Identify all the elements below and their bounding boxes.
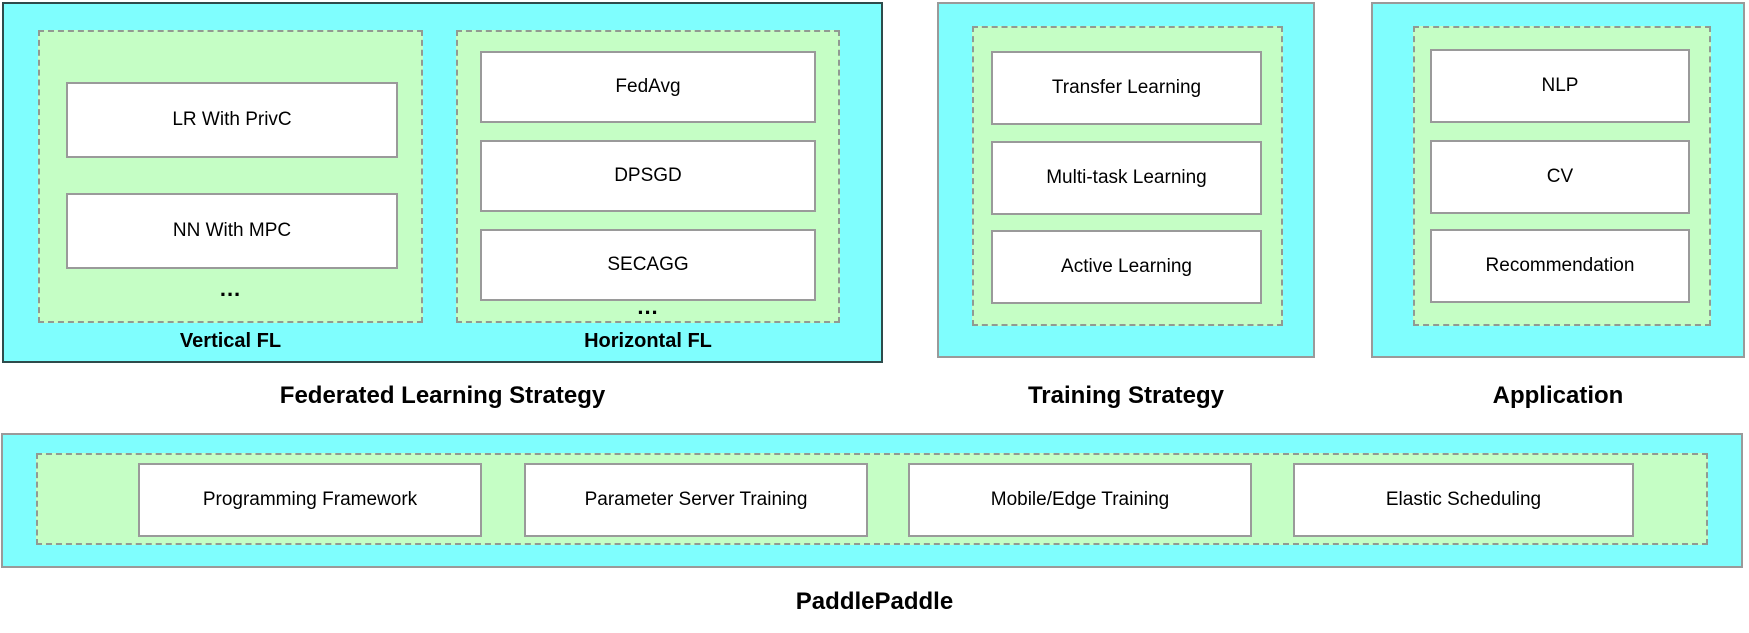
node-multi-task-learning: Multi-task Learning [991, 141, 1262, 215]
node-lr-with-privc: LR With PrivC [66, 82, 398, 158]
group-application: NLP CV Recommendation [1413, 26, 1711, 326]
node-transfer-learning: Transfer Learning [991, 51, 1262, 125]
group-horizontal-fl: FedAvg DPSGD SECAGG ... [456, 30, 840, 323]
section-title-training-strategy: Training Strategy [1027, 382, 1225, 409]
group-training-strategy: Transfer Learning Multi-task Learning Ac… [972, 26, 1283, 326]
node-cv: CV [1430, 140, 1690, 214]
node-elastic-scheduling: Elastic Scheduling [1293, 463, 1634, 537]
label-vertical-fl: Vertical FL [179, 330, 282, 352]
node-programming-framework: Programming Framework [138, 463, 482, 537]
node-parameter-server-training: Parameter Server Training [524, 463, 868, 537]
section-title-application: Application [1492, 382, 1624, 409]
group-paddlepaddle: Programming Framework Parameter Server T… [36, 453, 1708, 545]
section-title-federated-learning-strategy: Federated Learning Strategy [279, 382, 606, 409]
node-nlp: NLP [1430, 49, 1690, 123]
group-vertical-fl: LR With PrivC NN With MPC ... [38, 30, 423, 323]
node-recommendation: Recommendation [1430, 229, 1690, 303]
panel-federated-learning-strategy: LR With PrivC NN With MPC ... FedAvg DPS… [2, 2, 883, 363]
node-fedavg: FedAvg [480, 51, 816, 123]
node-active-learning: Active Learning [991, 230, 1262, 304]
node-dpsgd: DPSGD [480, 140, 816, 212]
panel-training-strategy: Transfer Learning Multi-task Learning Ac… [937, 2, 1315, 358]
node-mobile-edge-training: Mobile/Edge Training [908, 463, 1252, 537]
ellipsis-vertical-fl: ... [219, 276, 242, 301]
panel-paddlepaddle: Programming Framework Parameter Server T… [1, 433, 1743, 568]
ellipsis-horizontal-fl: ... [637, 294, 659, 319]
node-nn-with-mpc: NN With MPC [66, 193, 398, 269]
node-secagg: SECAGG [480, 229, 816, 301]
label-horizontal-fl: Horizontal FL [584, 330, 712, 352]
panel-application: NLP CV Recommendation [1371, 2, 1745, 358]
title-paddlepaddle: PaddlePaddle [795, 588, 954, 615]
